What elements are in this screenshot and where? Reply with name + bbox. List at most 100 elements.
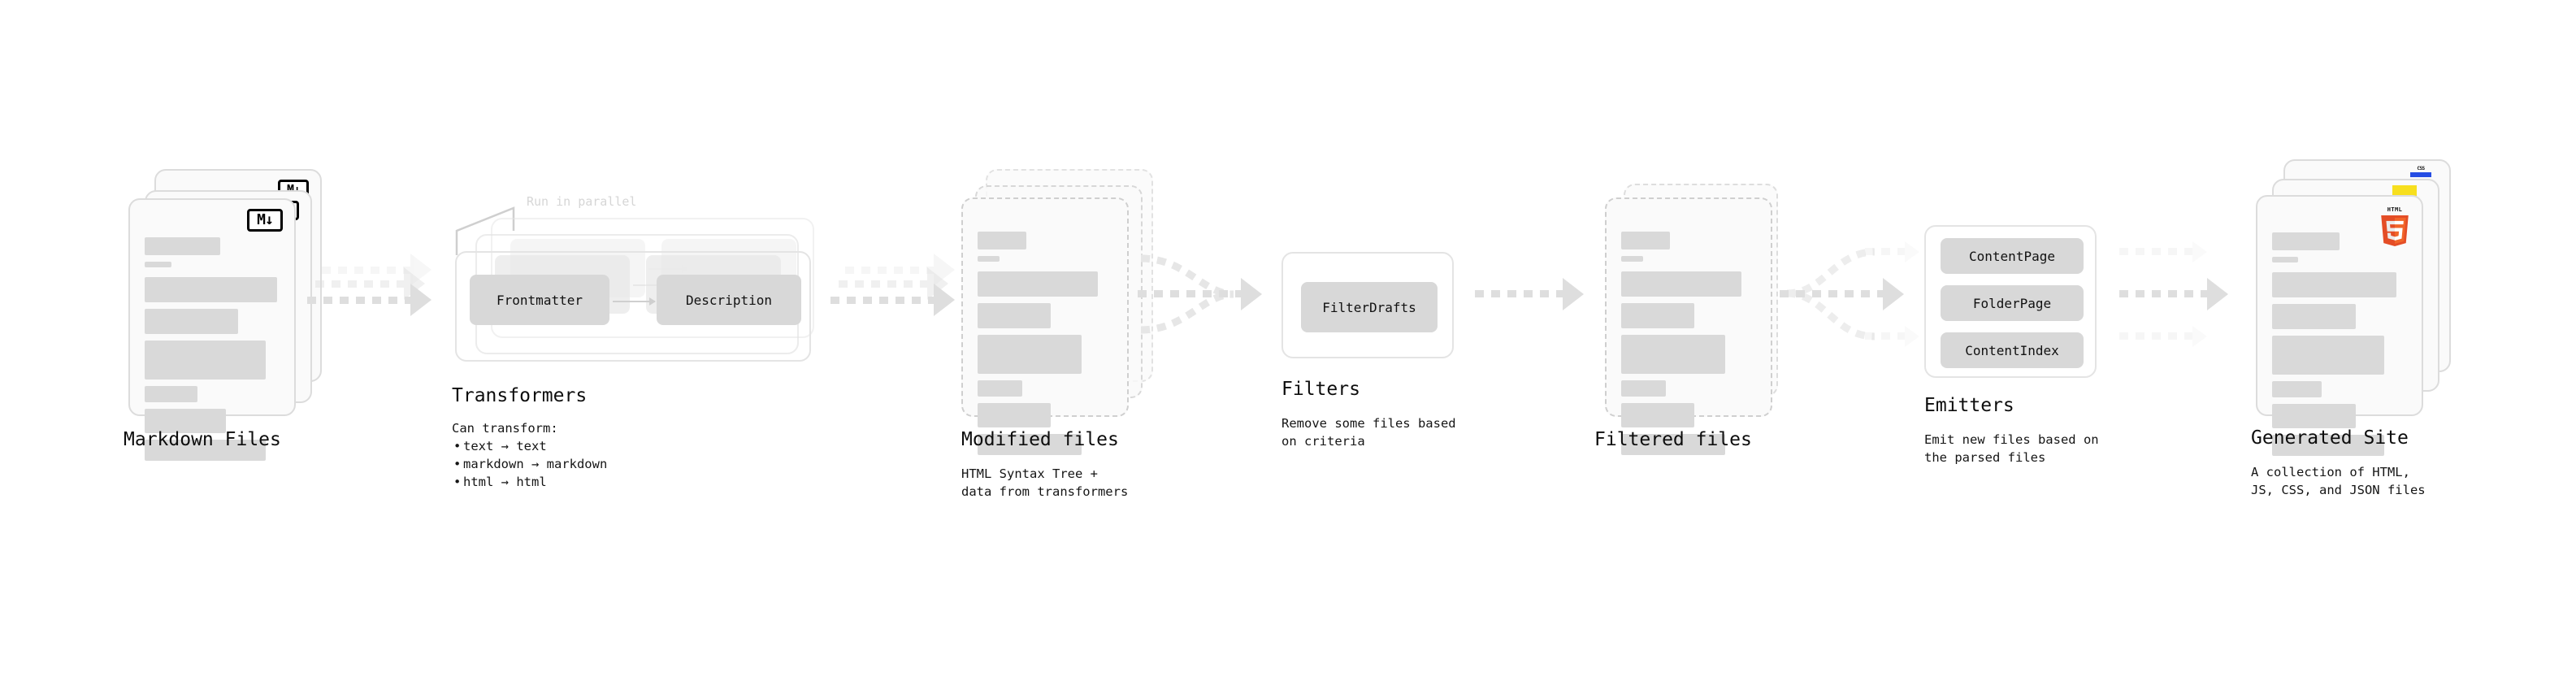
arrow-dots [1475, 290, 1566, 297]
bar [1621, 271, 1741, 297]
markdown-file-card-front: M↓ [128, 198, 296, 461]
arrow-head [2192, 326, 2207, 347]
subtitle-bullet: text → text [452, 437, 607, 455]
filters-panel: FilterDrafts [1281, 252, 1454, 358]
arrow-head [2192, 241, 2207, 262]
arrow-head [1241, 278, 1262, 310]
arrow-dots [1780, 290, 1887, 297]
transformer-chip-description[interactable]: Description [657, 275, 801, 325]
placeholder-bars [145, 237, 280, 467]
stage-subtitle-emitters: Emit new files based on the parsed files [1924, 431, 2099, 466]
stage-title-markdown-files: Markdown Files [124, 429, 281, 450]
bar [145, 277, 277, 302]
bar [1621, 232, 1670, 249]
subtitle-bullet: markdown → markdown [452, 455, 607, 473]
arrow-dots [307, 297, 414, 304]
filter-chip-filterdrafts[interactable]: FilterDrafts [1301, 282, 1438, 332]
arrow-dots [839, 280, 930, 288]
arrow-head [934, 254, 955, 286]
placeholder-bars [1621, 232, 1756, 462]
bar [978, 271, 1098, 297]
arrow-head [1905, 241, 1919, 262]
arrow-dots [322, 267, 413, 274]
run-in-parallel-label: Run in parallel [527, 194, 637, 209]
arrow-head [1883, 278, 1904, 310]
css3-icon: CSS [2410, 166, 2431, 177]
bar [145, 262, 172, 267]
bar [2272, 257, 2298, 262]
bar [1621, 335, 1725, 374]
bar [145, 340, 267, 380]
bar [2272, 435, 2384, 456]
bar [145, 386, 197, 402]
arrow-dots [1138, 290, 1245, 297]
emitters-panel: ContentPage FolderPage ContentIndex [1924, 225, 2097, 378]
arrow-head [1905, 326, 1919, 347]
bar [145, 237, 220, 255]
bar [145, 309, 238, 334]
arrow-dots [1865, 248, 1907, 255]
arrow-dots [1865, 332, 1907, 340]
bar [1621, 380, 1666, 397]
stage-subtitle-transformers: Can transform: text → text markdown → ma… [452, 419, 607, 491]
emitter-chip-contentpage[interactable]: ContentPage [1941, 238, 2084, 274]
stage-subtitle-modified-files: HTML Syntax Tree + data from transformer… [961, 465, 1128, 501]
stage-title-filters: Filters [1281, 379, 1360, 400]
emitter-chip-folderpage[interactable]: FolderPage [1941, 285, 2084, 321]
bar [978, 335, 1082, 374]
subtitle-bullet: html → html [452, 473, 607, 491]
transformer-inner-arrow [613, 297, 656, 306]
bar [978, 380, 1022, 397]
site-file-card-html: HTML [2256, 195, 2423, 456]
bar [2272, 232, 2340, 250]
arrow-dots [2119, 332, 2194, 340]
arrow-head [1563, 278, 1584, 310]
bar [2272, 381, 2322, 397]
emitter-chip-contentindex[interactable]: ContentIndex [1941, 332, 2084, 368]
bar [1621, 303, 1694, 328]
arrow-dots [830, 297, 938, 304]
bar [2272, 272, 2396, 297]
arrow-dots [2119, 290, 2210, 297]
subtitle-line: the parsed files [1924, 450, 2046, 465]
subtitle-line: JS, CSS, and JSON files [2251, 483, 2426, 497]
subtitle-line: HTML Syntax Tree + [961, 466, 1098, 481]
bar [145, 440, 267, 461]
stage-title-generated-site: Generated Site [2251, 427, 2409, 449]
placeholder-bars [978, 232, 1112, 462]
bar [2272, 404, 2356, 428]
transformer-chip-frontmatter[interactable]: Frontmatter [470, 275, 609, 325]
subtitle-line: A collection of HTML, [2251, 465, 2410, 479]
arrow-head [2207, 278, 2228, 310]
stage-subtitle-generated-site: A collection of HTML, JS, CSS, and JSON … [2251, 463, 2426, 499]
arrow-head [934, 284, 955, 316]
stage-title-emitters: Emitters [1924, 395, 2014, 416]
bar [1621, 403, 1694, 427]
bar [978, 434, 1082, 455]
stage-title-modified-files: Modified files [961, 429, 1119, 450]
stage-subtitle-filters: Remove some files based on criteria [1281, 414, 1456, 450]
bar [145, 409, 226, 433]
markdown-icon: M↓ [247, 209, 283, 232]
bar [978, 232, 1026, 249]
bar [978, 303, 1051, 328]
transformer-panel-front: Frontmatter Description [455, 251, 811, 362]
subtitle-line: Can transform: [452, 421, 558, 436]
arrow-dots [2119, 248, 2194, 255]
bar [1621, 434, 1725, 455]
html5-icon: HTML [2379, 206, 2410, 246]
subtitle-line: Remove some files based [1281, 416, 1456, 431]
stage-title-transformers: Transformers [452, 385, 588, 406]
fanout-arrow-paths [1786, 248, 1876, 340]
arrow-head [410, 254, 432, 286]
subtitle-line: Emit new files based on [1924, 432, 2099, 447]
subtitle-line: data from transformers [961, 484, 1129, 499]
arrow-head [410, 284, 432, 316]
bar [2272, 304, 2356, 329]
subtitle-line: on criteria [1281, 434, 1365, 449]
bar [2272, 336, 2384, 375]
parallel-bracket-icon [455, 206, 515, 255]
bar [1621, 256, 1643, 262]
bar [978, 256, 1000, 262]
